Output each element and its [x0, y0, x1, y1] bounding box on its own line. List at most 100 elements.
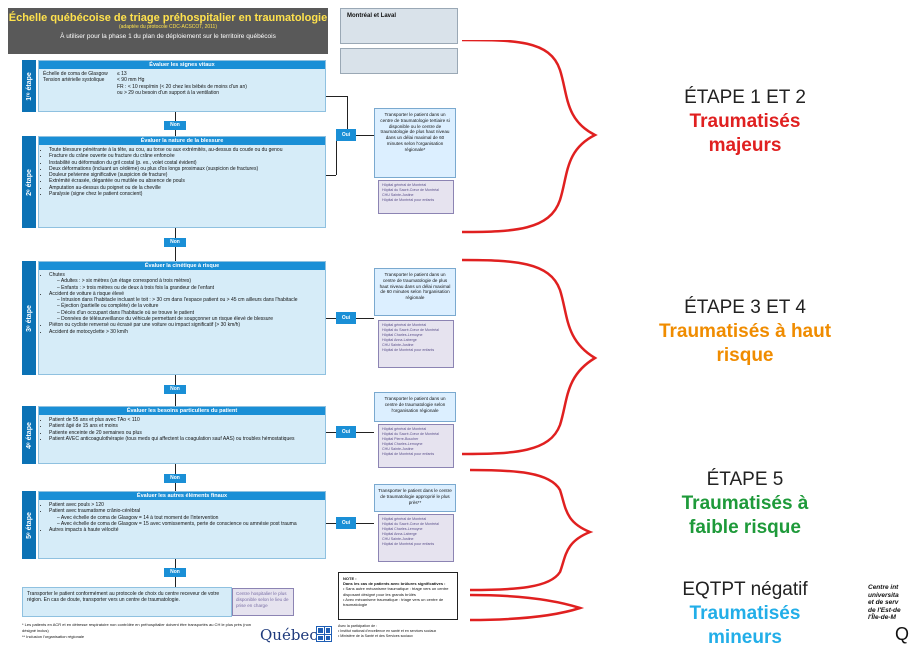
list-subitem: – Enfants : > trois mètres ou de deux à … — [57, 284, 215, 291]
quebec-q-icon: Q — [895, 624, 910, 644]
step-label-3: 3ᵉ étape — [22, 261, 36, 375]
label-step: EQTPT négatif — [682, 579, 808, 600]
list-subitem: – Données de télésurveillance du véhicul… — [57, 316, 273, 323]
note-line: • Sans autre mécanisme traumatique : tri… — [343, 586, 449, 597]
section-injury: Évaluer la nature de la blessure Toute b… — [38, 136, 326, 228]
section-special: Évaluer les besoins particuliers du pati… — [38, 406, 326, 464]
non-box: Non — [164, 474, 186, 483]
list-item: Patient avec traumatisme crânio-cérébral — [49, 508, 321, 514]
list-item: Paralysie (signe chez le patient conscie… — [49, 191, 321, 197]
vitals-value: < 90 mm Hg — [117, 77, 145, 84]
vitals-fr: FR : < 10 resp/min (< 20 chez les bébés … — [117, 83, 247, 90]
list-item: Accident de motocyclette > 30 km/h — [49, 329, 321, 335]
step-label-2: 2ᵉ étape — [22, 136, 36, 228]
footnote-2: ** Inclusion l'organisation régionale — [22, 634, 85, 639]
label-category: Traumatisés — [689, 603, 801, 624]
bottom-instruction: Transporter le patient conformément au p… — [22, 587, 232, 617]
list-subitem: – Avec échelle de coma de Glasgow = 15 a… — [57, 520, 297, 527]
section-kinetics: Évaluer la cinétique à risque Chutes – A… — [38, 261, 326, 375]
hospital-box-5: Centre hospitalier le plus disponible se… — [232, 588, 294, 616]
label-group-2: ÉTAPE 3 ET 4 Traumatisés à haut risque — [612, 296, 878, 368]
connector — [175, 228, 176, 238]
connector — [356, 135, 374, 136]
section-heading: Évaluer la nature de la blessure — [39, 137, 325, 145]
connector — [356, 432, 374, 433]
label-step: ÉTAPE 3 ET 4 — [684, 297, 806, 318]
non-box: Non — [164, 121, 186, 130]
section-other: Évaluer les autres éléments finaux Patie… — [38, 491, 326, 559]
list-item: Patient avec pouls > 120 — [49, 502, 321, 508]
list-subitem: – Avec échelle de coma de Glasgow = 14 à… — [57, 514, 219, 521]
oui-box: Oui — [336, 129, 356, 141]
label-category: majeurs — [708, 135, 782, 156]
diagram-title: Échelle québécoise de triage préhospital… — [8, 12, 328, 24]
transport-box-2: Transporter le patient dans un centre de… — [374, 268, 456, 316]
list-item: Patient de 55 ans et plus avec TAo < 110 — [49, 417, 321, 423]
step-label-1: 1ʳᵉ étape — [22, 60, 36, 112]
bracket-group — [461, 40, 598, 622]
note-title: NOTE : — [343, 576, 357, 581]
transport-box-1: Transporter le patient dans un centre de… — [374, 108, 456, 178]
non-box: Non — [164, 385, 186, 394]
connector — [326, 175, 336, 176]
step-label-4: 4ᵉ étape — [22, 406, 36, 464]
oui-box: Oui — [336, 426, 356, 438]
bracket-faible-risque — [469, 468, 594, 592]
list-item: Piéton ou cycliste renversé ou écrasé pa… — [49, 322, 321, 328]
label-category: Traumatisés — [689, 111, 801, 132]
list-subitem: – Adultes : > six mètres (un étage corre… — [57, 278, 192, 285]
list-item: Accident de voiture à risque élevé — [49, 291, 321, 297]
list-item: Extrémité écrasée, dégantée ou mutilée o… — [49, 178, 321, 184]
transport-box-4: Transporter le patient dans le centre de… — [374, 484, 456, 512]
vitals-fr2: ou > 29 ou besoin d'un support à la vent… — [117, 89, 220, 96]
label-category: risque — [716, 345, 774, 366]
section-heading: Évaluer les signes vitaux — [39, 61, 325, 69]
diagram-usage: À utiliser pour la phase 1 du plan de dé… — [60, 33, 276, 40]
connector — [175, 247, 176, 261]
list-item: Fracture du crâne ouverte ou fracture du… — [49, 153, 321, 159]
label-group-1: ÉTAPE 1 ET 2 Traumatisés majeurs — [620, 86, 870, 158]
oui-box: Oui — [336, 312, 356, 324]
list-subitem: – Décès d'un occupant dans l'habitacle o… — [57, 309, 194, 316]
transport-box-3: Transporter le patient dans un centre de… — [374, 392, 456, 422]
connector — [175, 112, 176, 122]
non-box: Non — [164, 238, 186, 247]
step-label-5: 5ᵉ étape — [22, 491, 36, 559]
list-item: Deux déformations (incluant un cédème) o… — [49, 166, 321, 172]
section-vitals: Évaluer les signes vitaux Échelle de com… — [38, 60, 326, 112]
connector — [175, 464, 176, 474]
connector — [175, 130, 176, 136]
section-heading: Évaluer les besoins particuliers du pati… — [39, 407, 325, 415]
label-group-4: EQTPT négatif Traumatisés mineurs — [620, 578, 870, 650]
label-step: ÉTAPE 1 ET 2 — [684, 87, 806, 108]
connector — [175, 559, 176, 568]
partners-text: Avec la participation de :• Institut nat… — [338, 624, 437, 638]
quebec-flag-icon — [316, 626, 332, 642]
section-heading: Évaluer la cinétique à risque — [39, 262, 325, 270]
note-line: • Avec mécanisme traumatique : triage ve… — [343, 596, 444, 608]
connector — [326, 432, 336, 433]
non-box: Non — [164, 568, 186, 577]
connector — [175, 483, 176, 491]
connector — [175, 375, 176, 385]
connector — [175, 577, 176, 587]
connector — [356, 523, 374, 524]
bracket-mineurs — [469, 593, 585, 622]
connector — [326, 96, 348, 97]
connector — [347, 96, 348, 129]
label-category: Traumatisés à — [681, 493, 809, 514]
list-item: Chutes — [49, 272, 321, 278]
list-item: Toute blessure pénétrante à la tête, au … — [49, 147, 321, 153]
connector — [336, 141, 337, 175]
vitals-label: Échelle de coma de Glasgow — [43, 71, 108, 77]
vitals-label: Tension artérielle systolique — [43, 77, 105, 84]
list-item: Patient âgé de 15 ans et moins — [49, 423, 321, 429]
vitals-value: ≤ 13 — [117, 71, 127, 77]
label-group-3: ÉTAPE 5 Traumatisés à faible risque — [620, 468, 870, 540]
label-category: Traumatisés à haut — [658, 321, 832, 342]
note-line: Dans les cas de patients avec brûlures s… — [343, 581, 446, 587]
list-subitem: – Éjection (partielle ou complète) de la… — [57, 303, 159, 310]
